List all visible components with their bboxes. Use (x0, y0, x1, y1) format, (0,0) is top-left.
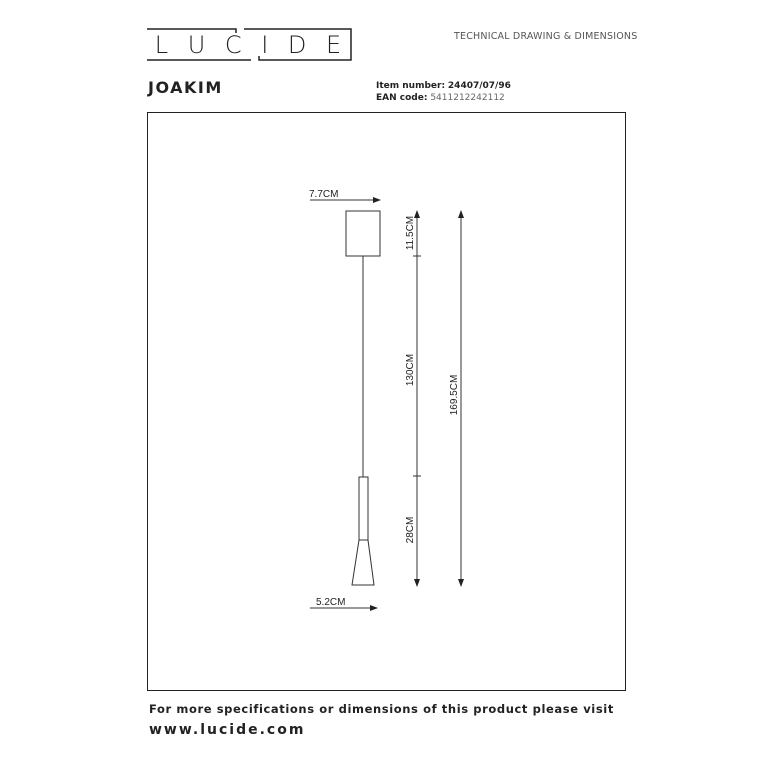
ean-label: EAN code: (376, 93, 428, 103)
total-height-label: 169.5CM (449, 375, 460, 416)
lucide-logo: L U C I D E (146, 28, 352, 61)
drawing-frame (147, 112, 626, 691)
product-name: JOAKIM (148, 78, 223, 97)
ean-code: 5411212242112 (430, 93, 505, 103)
document-title: TECHNICAL DRAWING & DIMENSIONS (454, 31, 638, 42)
product-meta: Item number: 24407/07/96 EAN code: 54112… (376, 80, 511, 104)
canopy-height-label: 11.5CM (405, 216, 416, 250)
shade-width-label: 5.2CM (316, 597, 345, 608)
item-number-label: Item number: (376, 81, 446, 91)
item-number: 24407/07/96 (447, 81, 511, 91)
canopy (345, 210, 381, 257)
logo-letter: D (287, 30, 309, 59)
cable-length-label: 130CM (405, 354, 416, 386)
canopy-width-label: 7.7CM (309, 189, 338, 200)
logo-letter: I (261, 30, 271, 59)
logo-letter: U (187, 30, 208, 59)
logo-letter: E (325, 30, 344, 59)
website-link[interactable]: www.lucide.com (149, 722, 306, 738)
shade-stem (358, 476, 369, 541)
logo-letter: C (224, 30, 244, 59)
shade-cone (351, 539, 375, 586)
footer-text: For more specifications or dimensions of… (149, 702, 614, 716)
logo-letter: L (154, 30, 171, 59)
shade-height-label: 28CM (405, 517, 416, 544)
